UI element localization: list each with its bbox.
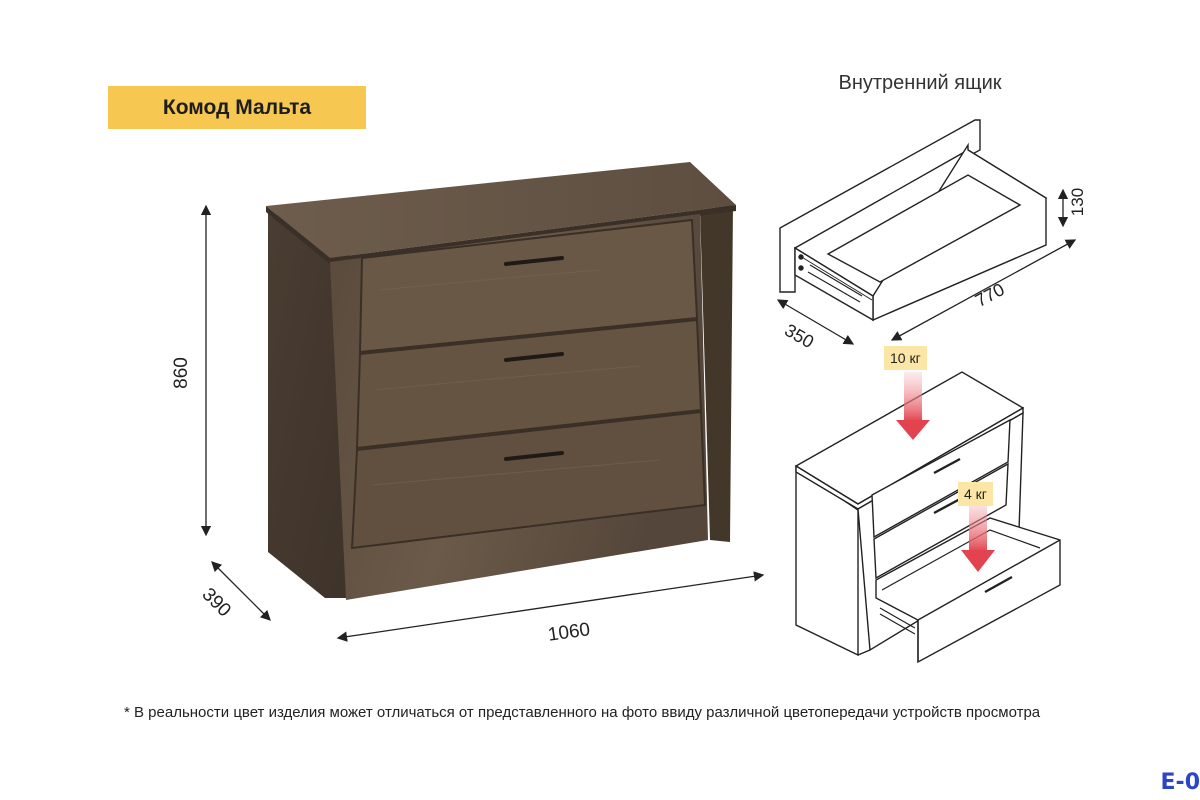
product-title-badge: Комод Мальта bbox=[108, 86, 366, 129]
height-dimension-label: 860 bbox=[170, 357, 192, 389]
top-load-label: 10 кг bbox=[890, 350, 921, 366]
dresser-handle-3 bbox=[504, 451, 564, 461]
width-dimension-line bbox=[336, 571, 765, 642]
dresser-handle-2 bbox=[504, 352, 564, 362]
load-arrows bbox=[896, 372, 995, 572]
inner-drawer-illustration bbox=[779, 119, 1048, 322]
color-disclaimer-footnote: * В реальности цвет изделия может отлича… bbox=[124, 704, 1041, 721]
drawer-load-tag: 4 кг bbox=[958, 482, 993, 506]
drawer-height-label: 130 bbox=[1068, 187, 1088, 217]
drawer-depth-line bbox=[776, 299, 855, 345]
dresser-drawer-2 bbox=[355, 318, 703, 450]
top-load-arrow-shaft bbox=[904, 372, 922, 422]
drawer-length-line bbox=[890, 239, 1077, 341]
depth-dimension-line bbox=[211, 561, 271, 621]
dresser-handle-1 bbox=[504, 256, 564, 266]
inner-drawer-dimension-lines bbox=[776, 188, 1077, 345]
top-load-arrow-head bbox=[896, 420, 930, 440]
product-title: Комод Мальта bbox=[162, 95, 312, 119]
dresser-top bbox=[266, 162, 736, 258]
dresser-right-leg bbox=[700, 205, 733, 542]
dresser-drawer-1 bbox=[358, 218, 699, 354]
dresser-left-side bbox=[268, 210, 350, 598]
drawer-load-arrow-shaft bbox=[969, 500, 987, 552]
inner-drawer-label: Внутренний ящик bbox=[838, 72, 1002, 94]
load-diagram-illustration bbox=[794, 371, 1061, 664]
dresser-drawer-3 bbox=[350, 410, 707, 550]
main-dimension-lines bbox=[200, 204, 765, 642]
top-load-tag: 10 кг bbox=[884, 346, 927, 370]
corner-mark: E-0 bbox=[1160, 770, 1200, 795]
dresser-illustration bbox=[266, 162, 736, 600]
drawer-load-label: 4 кг bbox=[964, 486, 987, 502]
drawer-load-arrow-head bbox=[961, 550, 995, 572]
wood-grain bbox=[371, 269, 661, 486]
